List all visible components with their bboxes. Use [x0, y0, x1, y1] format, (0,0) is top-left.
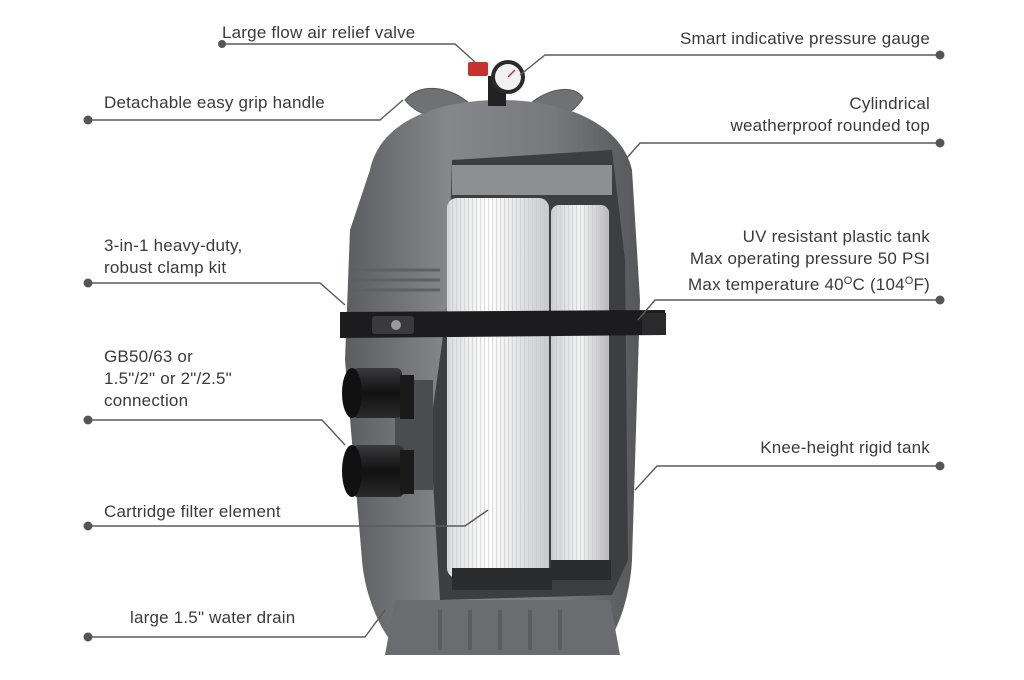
callout-clamp-kit: 3-in-1 heavy-duty, robust clamp kit [104, 235, 242, 279]
callout-line: weatherproof rounded top [730, 116, 930, 135]
dot-plastic-tank [935, 295, 945, 305]
leader-air-valve [222, 43, 476, 63]
dot-water-drain [83, 632, 93, 642]
callout-plastic-tank: UV resistant plastic tank Max operating … [688, 226, 930, 296]
callout-line: Detachable easy grip handle [104, 93, 325, 112]
callout-line: GB50/63 or [104, 347, 193, 366]
leader-connection [88, 419, 346, 446]
callout-connection: GB50/63 or 1.5"/2" or 2"/2.5" connection [104, 346, 232, 412]
temp-mid: C (104 [852, 275, 905, 294]
dot-connection [83, 415, 93, 425]
dot-grip-handle [83, 115, 93, 125]
temp-degree-a: O [843, 275, 853, 287]
callout-line: Knee-height rigid tank [760, 438, 930, 457]
temp-degree-b: O [904, 275, 914, 287]
temp-suffix: F) [913, 275, 930, 294]
dot-clamp-kit [83, 278, 93, 288]
callout-line: UV resistant plastic tank [742, 227, 930, 246]
callout-rounded-top: Cylindrical weatherproof rounded top [731, 93, 931, 137]
leader-plastic-tank [637, 299, 940, 321]
callout-line: Cylindrical [849, 94, 930, 113]
dot-rigid-tank [935, 461, 945, 471]
callout-line: Smart indicative pressure gauge [680, 29, 930, 48]
callout-line: 1.5"/2" or 2"/2.5" [104, 369, 232, 388]
callout-water-drain: large 1.5" water drain [130, 607, 295, 629]
leader-grip-handle [88, 99, 404, 121]
callout-line: Large flow air relief valve [222, 23, 416, 42]
callout-line: robust clamp kit [104, 258, 227, 277]
callout-line: Cartridge filter element [104, 502, 281, 521]
callout-rigid-tank: Knee-height rigid tank [760, 437, 930, 459]
connection-pipes [342, 368, 433, 497]
air-valve-cap [468, 62, 488, 76]
callout-line: Max operating pressure 50 PSI [689, 249, 930, 268]
dot-rounded-top [935, 138, 945, 148]
leader-rounded-top [624, 142, 940, 161]
temp-prefix: Max temperature 40 [688, 275, 844, 294]
dot-filter-element [83, 521, 93, 531]
dot-pressure-gauge [935, 50, 945, 60]
tank-base [385, 600, 620, 655]
callout-air-valve: Large flow air relief valve [222, 22, 415, 44]
leader-rigid-tank [634, 465, 940, 491]
clamp-band [340, 310, 665, 338]
leader-pressure-gauge [519, 54, 940, 76]
dot-air-valve [218, 40, 226, 48]
callout-line-temperature: Max temperature 40OC (104OF) [688, 270, 930, 296]
leader-water-drain [88, 609, 386, 638]
callout-grip-handle: Detachable easy grip handle [104, 92, 325, 114]
leader-clamp-kit [88, 282, 346, 306]
callout-line: connection [104, 391, 189, 410]
callout-line: large 1.5" water drain [130, 608, 296, 627]
tank-ribs [350, 268, 440, 292]
leader-filter-element [88, 509, 489, 527]
callout-filter-element: Cartridge filter element [104, 501, 281, 523]
callout-pressure-gauge: Smart indicative pressure gauge [680, 28, 930, 50]
top-plate [452, 165, 612, 195]
callout-line: 3-in-1 heavy-duty, [104, 236, 243, 255]
